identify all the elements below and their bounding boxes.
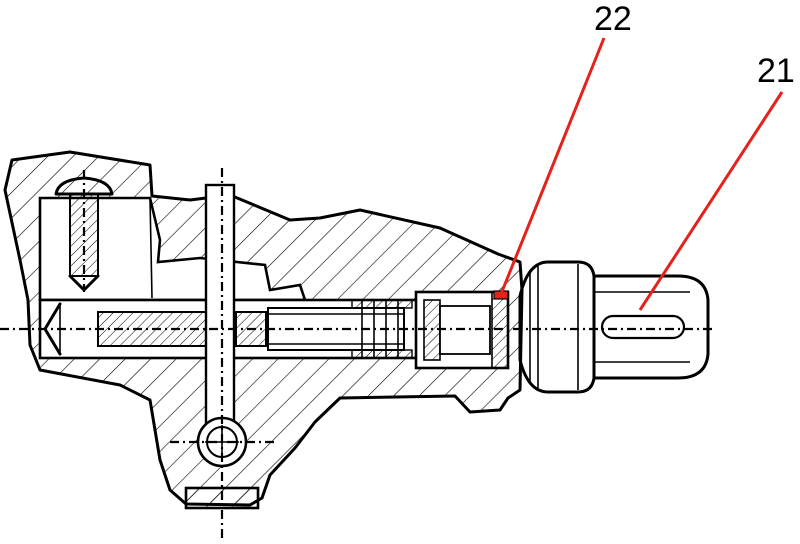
callout-label-21: 21	[757, 52, 795, 90]
knob	[518, 260, 710, 394]
end-nut	[414, 290, 510, 370]
center-lines	[0, 168, 712, 540]
callout-leader-22	[499, 37, 606, 295]
callout-label-22: 22	[594, 0, 632, 38]
callout-leader-21	[638, 91, 784, 311]
